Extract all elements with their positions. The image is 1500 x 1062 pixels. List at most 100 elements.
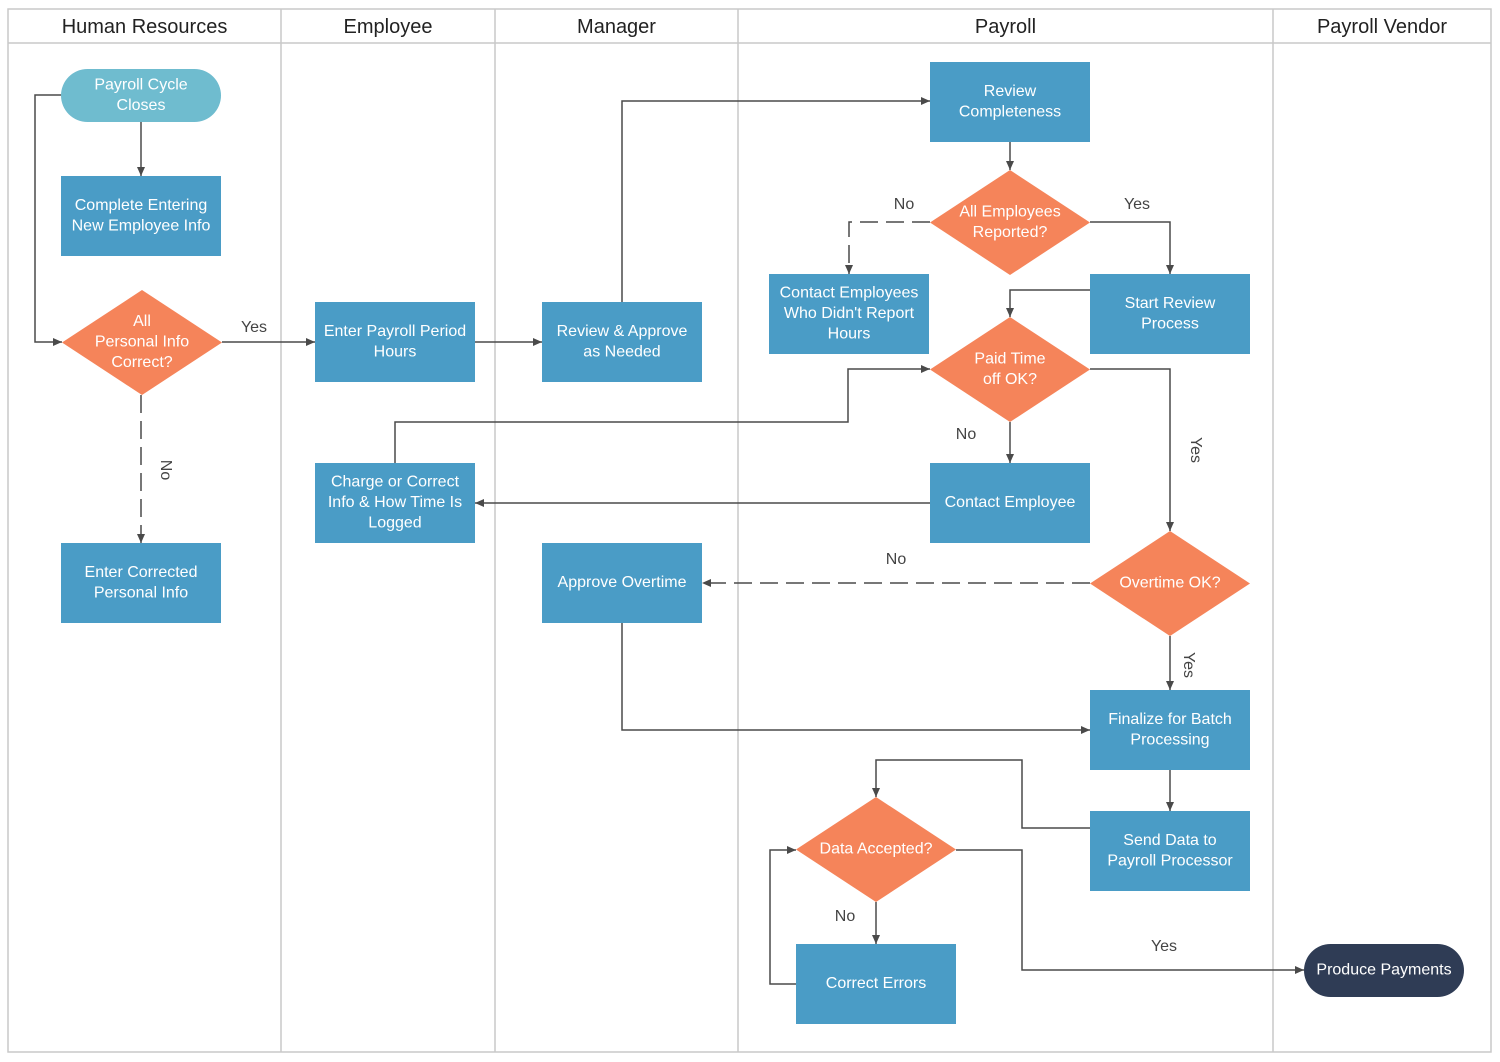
- node-label-line: All: [133, 313, 151, 330]
- node-label-line: Paid Time: [974, 350, 1045, 367]
- node-label-line: Processing: [1130, 731, 1209, 748]
- connector-review-completeness: [621, 97, 930, 302]
- process-box: [1090, 274, 1250, 354]
- node-review-approve: Review & Approve as Needed: [542, 302, 702, 382]
- connector-label-no: No: [956, 426, 977, 443]
- decision-diamond: [930, 317, 1090, 422]
- end-terminator: [1304, 944, 1464, 997]
- connector-charge-pto: [394, 365, 930, 463]
- process-box: [1090, 811, 1250, 891]
- connector-label-no: No: [157, 460, 174, 481]
- node-label-line: Payroll Cycle: [94, 76, 187, 93]
- node-contact-employee: Contact Employee: [930, 463, 1090, 543]
- process-box: [769, 274, 929, 354]
- lane-title-payroll: Payroll: [975, 16, 1036, 38]
- node-label-line: Payroll Processor: [1107, 852, 1233, 869]
- node-label-line: Personal Info: [95, 334, 189, 351]
- process-box: [61, 543, 221, 623]
- connector-approve-finalize: [621, 623, 1090, 734]
- connector-label-yes: Yes: [1187, 437, 1204, 463]
- node-label-line: Charge or Correct: [331, 474, 460, 491]
- node-label-line: Review: [984, 83, 1037, 100]
- node-produce-payments: Produce Payments: [1304, 944, 1464, 997]
- node-label-line: Overtime OK?: [1119, 575, 1220, 592]
- node-label-line: Enter Corrected: [85, 564, 198, 581]
- node-label-line: All Employees: [959, 203, 1060, 220]
- process-box: [930, 62, 1090, 142]
- decision-diamond: [62, 290, 222, 395]
- node-label-line: Review & Approve: [557, 323, 688, 340]
- connector-reported-no: [845, 221, 930, 274]
- connector-cycle-decision: [34, 94, 62, 346]
- connector-start-pto: [1006, 289, 1090, 317]
- node-label-line: Approve Overtime: [558, 574, 687, 591]
- node-label-line: Logged: [368, 515, 421, 532]
- connector-send-accepted: [872, 759, 1090, 829]
- node-label-line: Who Didn't Report: [784, 305, 915, 322]
- node-label-line: Closes: [117, 97, 166, 114]
- process-box: [542, 302, 702, 382]
- connector-label-no: No: [886, 551, 907, 568]
- node-correct-errors: Correct Errors: [796, 944, 956, 1024]
- node-label-line: Completeness: [959, 103, 1061, 120]
- lane-title-manager: Manager: [577, 16, 656, 38]
- node-label-line: Info & How Time Is: [328, 494, 462, 511]
- connector-label-yes: Yes: [1180, 652, 1197, 678]
- node-label-line: Send Data to: [1123, 832, 1217, 849]
- connector-label-no: No: [835, 908, 856, 925]
- process-box: [315, 463, 475, 543]
- node-label-line: Produce Payments: [1316, 962, 1451, 979]
- node-overtime-ok: Overtime OK?: [1090, 531, 1250, 636]
- node-label-line: Reported?: [973, 224, 1048, 241]
- process-box: [1090, 690, 1250, 770]
- node-label-line: Hours: [828, 326, 871, 343]
- decision-diamond: [930, 170, 1090, 275]
- process-box: [61, 176, 221, 256]
- process-box: [796, 944, 956, 1024]
- process-box: [542, 543, 702, 623]
- connector-pto-yes: [1090, 368, 1174, 531]
- process-box: [930, 463, 1090, 543]
- node-label-line: Contact Employee: [945, 494, 1076, 511]
- connector-accepted-yes: [956, 849, 1304, 974]
- connector-label-yes: Yes: [241, 319, 267, 336]
- start-terminator: [61, 69, 221, 122]
- connector-label-yes: Yes: [1151, 938, 1177, 955]
- node-label-line: Enter Payroll Period: [324, 323, 466, 340]
- decision-diamond: [1090, 531, 1250, 636]
- swimlane-frame: [7, 8, 1492, 1053]
- node-label-line: as Needed: [583, 343, 660, 360]
- connectors: [34, 94, 1304, 985]
- node-label-line: Personal Info: [94, 584, 188, 601]
- node-send-data: Send Data to Payroll Processor: [1090, 811, 1250, 891]
- lane-title-vendor: Payroll Vendor: [1317, 16, 1447, 38]
- node-label-line: Finalize for Batch: [1108, 711, 1232, 728]
- connector-errors-accepted: [769, 846, 796, 985]
- node-label-line: New Employee Info: [72, 217, 211, 234]
- node-label-line: off OK?: [983, 371, 1037, 388]
- node-label-line: Hours: [374, 343, 417, 360]
- connector-label-yes: Yes: [1124, 196, 1150, 213]
- node-approve-overtime: Approve Overtime: [542, 543, 702, 623]
- node-data-accepted: Data Accepted?: [796, 797, 956, 902]
- node-label-line: Start Review: [1125, 295, 1216, 312]
- lane-title-hr: Human Resources: [62, 16, 228, 38]
- node-label-line: Process: [1141, 315, 1199, 332]
- process-box: [315, 302, 475, 382]
- node-label-line: Correct Errors: [826, 975, 926, 992]
- connector-label-no: No: [894, 196, 915, 213]
- node-label-line: Complete Entering: [75, 197, 208, 214]
